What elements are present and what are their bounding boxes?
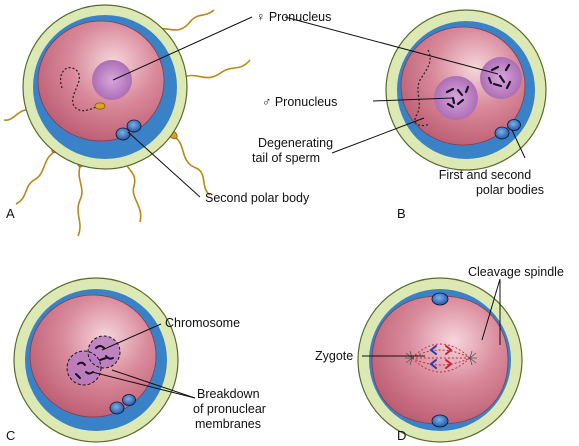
label-first-second-polar-bodies: First and second	[439, 168, 531, 182]
panel-letter-d: D	[397, 428, 406, 443]
label-female-pronucleus: ♀ Pronucleus	[256, 10, 331, 24]
label-breakdown-2: of pronuclear	[193, 402, 266, 416]
panel-letter-a: A	[6, 206, 15, 221]
panel-a	[3, 4, 251, 237]
panel-d	[357, 277, 523, 443]
polar-bodies	[109, 394, 136, 415]
label-zygote: Zygote	[315, 349, 353, 363]
sperm-tail-inside	[60, 67, 99, 112]
label-first-second-polar-bodies-2: polar bodies	[476, 183, 544, 197]
label-breakdown-3: membranes	[195, 417, 261, 431]
female-pronucleus	[92, 60, 132, 100]
panel-c	[13, 277, 179, 443]
panel-letter-c: C	[6, 428, 15, 443]
sperm-tail-inside	[414, 49, 431, 127]
labels: ♀ Pronucleus ♂ Pronucleus Degenerating t…	[6, 10, 564, 443]
spindle-chromosomes	[429, 345, 453, 369]
label-male-pronucleus: ♂ Pronucleus	[262, 95, 337, 109]
merging-pronuclei	[66, 335, 121, 386]
label-degenerating-tail-2: tail of sperm	[252, 151, 320, 165]
polar-body-bottom	[431, 414, 449, 428]
cytoplasm	[371, 295, 509, 425]
pronucleus-chromatin	[445, 63, 512, 109]
sperm-head-inside	[94, 102, 106, 110]
leader-lines	[91, 16, 526, 399]
label-degenerating-tail: Degenerating	[258, 136, 333, 150]
first-and-second-polar-bodies	[494, 119, 521, 140]
polar-body-top	[431, 292, 449, 306]
panel-letter-b: B	[397, 206, 406, 221]
label-second-polar-body: Second polar body	[205, 191, 310, 205]
label-chromosome: Chromosome	[165, 316, 240, 330]
label-breakdown-1: Breakdown	[197, 387, 260, 401]
panel-b	[385, 9, 547, 171]
label-cleavage-spindle: Cleavage spindle	[468, 265, 564, 279]
second-polar-body	[115, 119, 142, 141]
